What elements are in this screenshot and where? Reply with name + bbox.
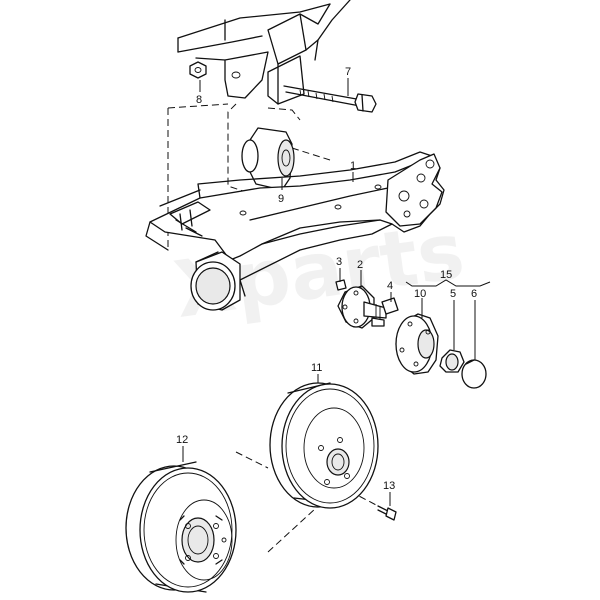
brake-disc (125, 461, 237, 593)
callout-7: 7 (345, 66, 351, 78)
callout-3: 3 (336, 256, 342, 268)
rubber-bushing (241, 127, 295, 191)
rear-axle-beam (145, 151, 445, 311)
callout-4: 4 (387, 280, 393, 292)
callout-9: 9 (278, 193, 284, 205)
callout-1: 1 (350, 160, 356, 172)
body-mount-bracket (177, 0, 351, 105)
callout-2: 2 (357, 259, 363, 271)
leader-lines (182, 78, 491, 506)
brake-drum (269, 382, 379, 509)
stub-axle (337, 285, 387, 329)
callout-5: 5 (450, 288, 456, 300)
mounting-bolt (283, 85, 377, 113)
hub-nut (439, 349, 465, 373)
callout-12: 12 (176, 434, 188, 446)
callout-13: 13 (383, 480, 395, 492)
bolt (381, 297, 399, 315)
callout-10: 10 (414, 288, 426, 300)
callout-6: 6 (471, 288, 477, 300)
callout-15: 15 (440, 269, 452, 281)
hub-cap (461, 359, 487, 389)
bolt (335, 279, 347, 291)
callout-11: 11 (311, 362, 322, 374)
wheel-hub (395, 313, 439, 375)
screw (377, 505, 397, 521)
callout-labels: 7 8 9 1 3 2 4 15 10 5 6 11 12 13 (176, 66, 477, 492)
nut (189, 61, 207, 79)
callout-8: 8 (196, 94, 202, 106)
